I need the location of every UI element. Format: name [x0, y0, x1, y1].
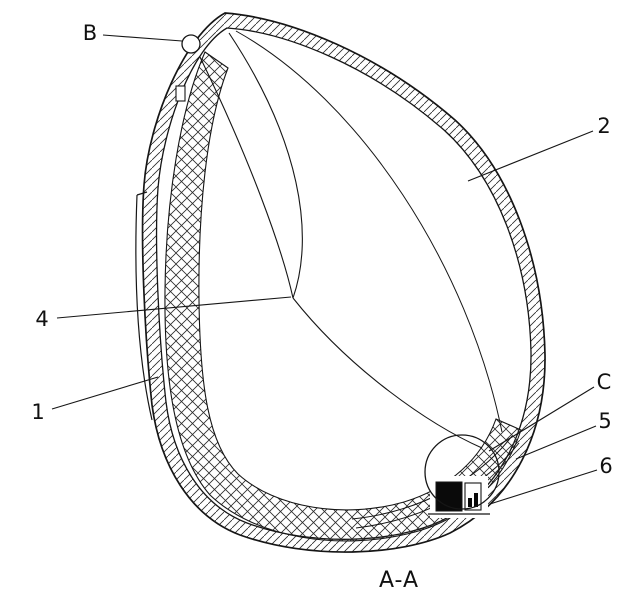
left-outer-layer-tick: [136, 191, 148, 196]
section-body-fill: [142, 13, 546, 553]
leader-line-2: [467, 130, 594, 182]
leader-line-4: [56, 296, 292, 319]
interior-curve-left: [199, 56, 294, 299]
leader-line-6: [489, 469, 598, 505]
detail-circle-b: [181, 34, 201, 54]
label-b: B: [83, 21, 97, 45]
section-caption: A-A: [379, 568, 419, 593]
outer-shell-hatch-band: [142, 13, 546, 553]
detail-circle-c: [424, 434, 500, 510]
interior-curve-lower: [292, 297, 483, 449]
leader-line-5: [515, 425, 597, 460]
left-outer-layer-line: [135, 194, 153, 421]
label-5: 5: [598, 409, 611, 433]
label-c: C: [597, 370, 612, 394]
liner-crosshatch-region: [164, 51, 522, 542]
label-2: 2: [597, 114, 610, 138]
leader-line-1: [51, 376, 159, 410]
label-6: 6: [599, 454, 612, 478]
label-4: 4: [35, 307, 48, 331]
leader-line-b: [102, 34, 183, 42]
component-side-bar-1: [468, 498, 472, 507]
component-side-bar-2: [474, 493, 478, 507]
component-side-cell: [464, 482, 482, 511]
top-clip-rect: [175, 85, 186, 102]
interior-curve-upper: [228, 32, 303, 299]
label-1: 1: [31, 400, 44, 424]
interior-far-wall-curve: [235, 30, 503, 433]
leader-line-c: [488, 386, 595, 452]
outer-contour-line: [141, 12, 546, 553]
